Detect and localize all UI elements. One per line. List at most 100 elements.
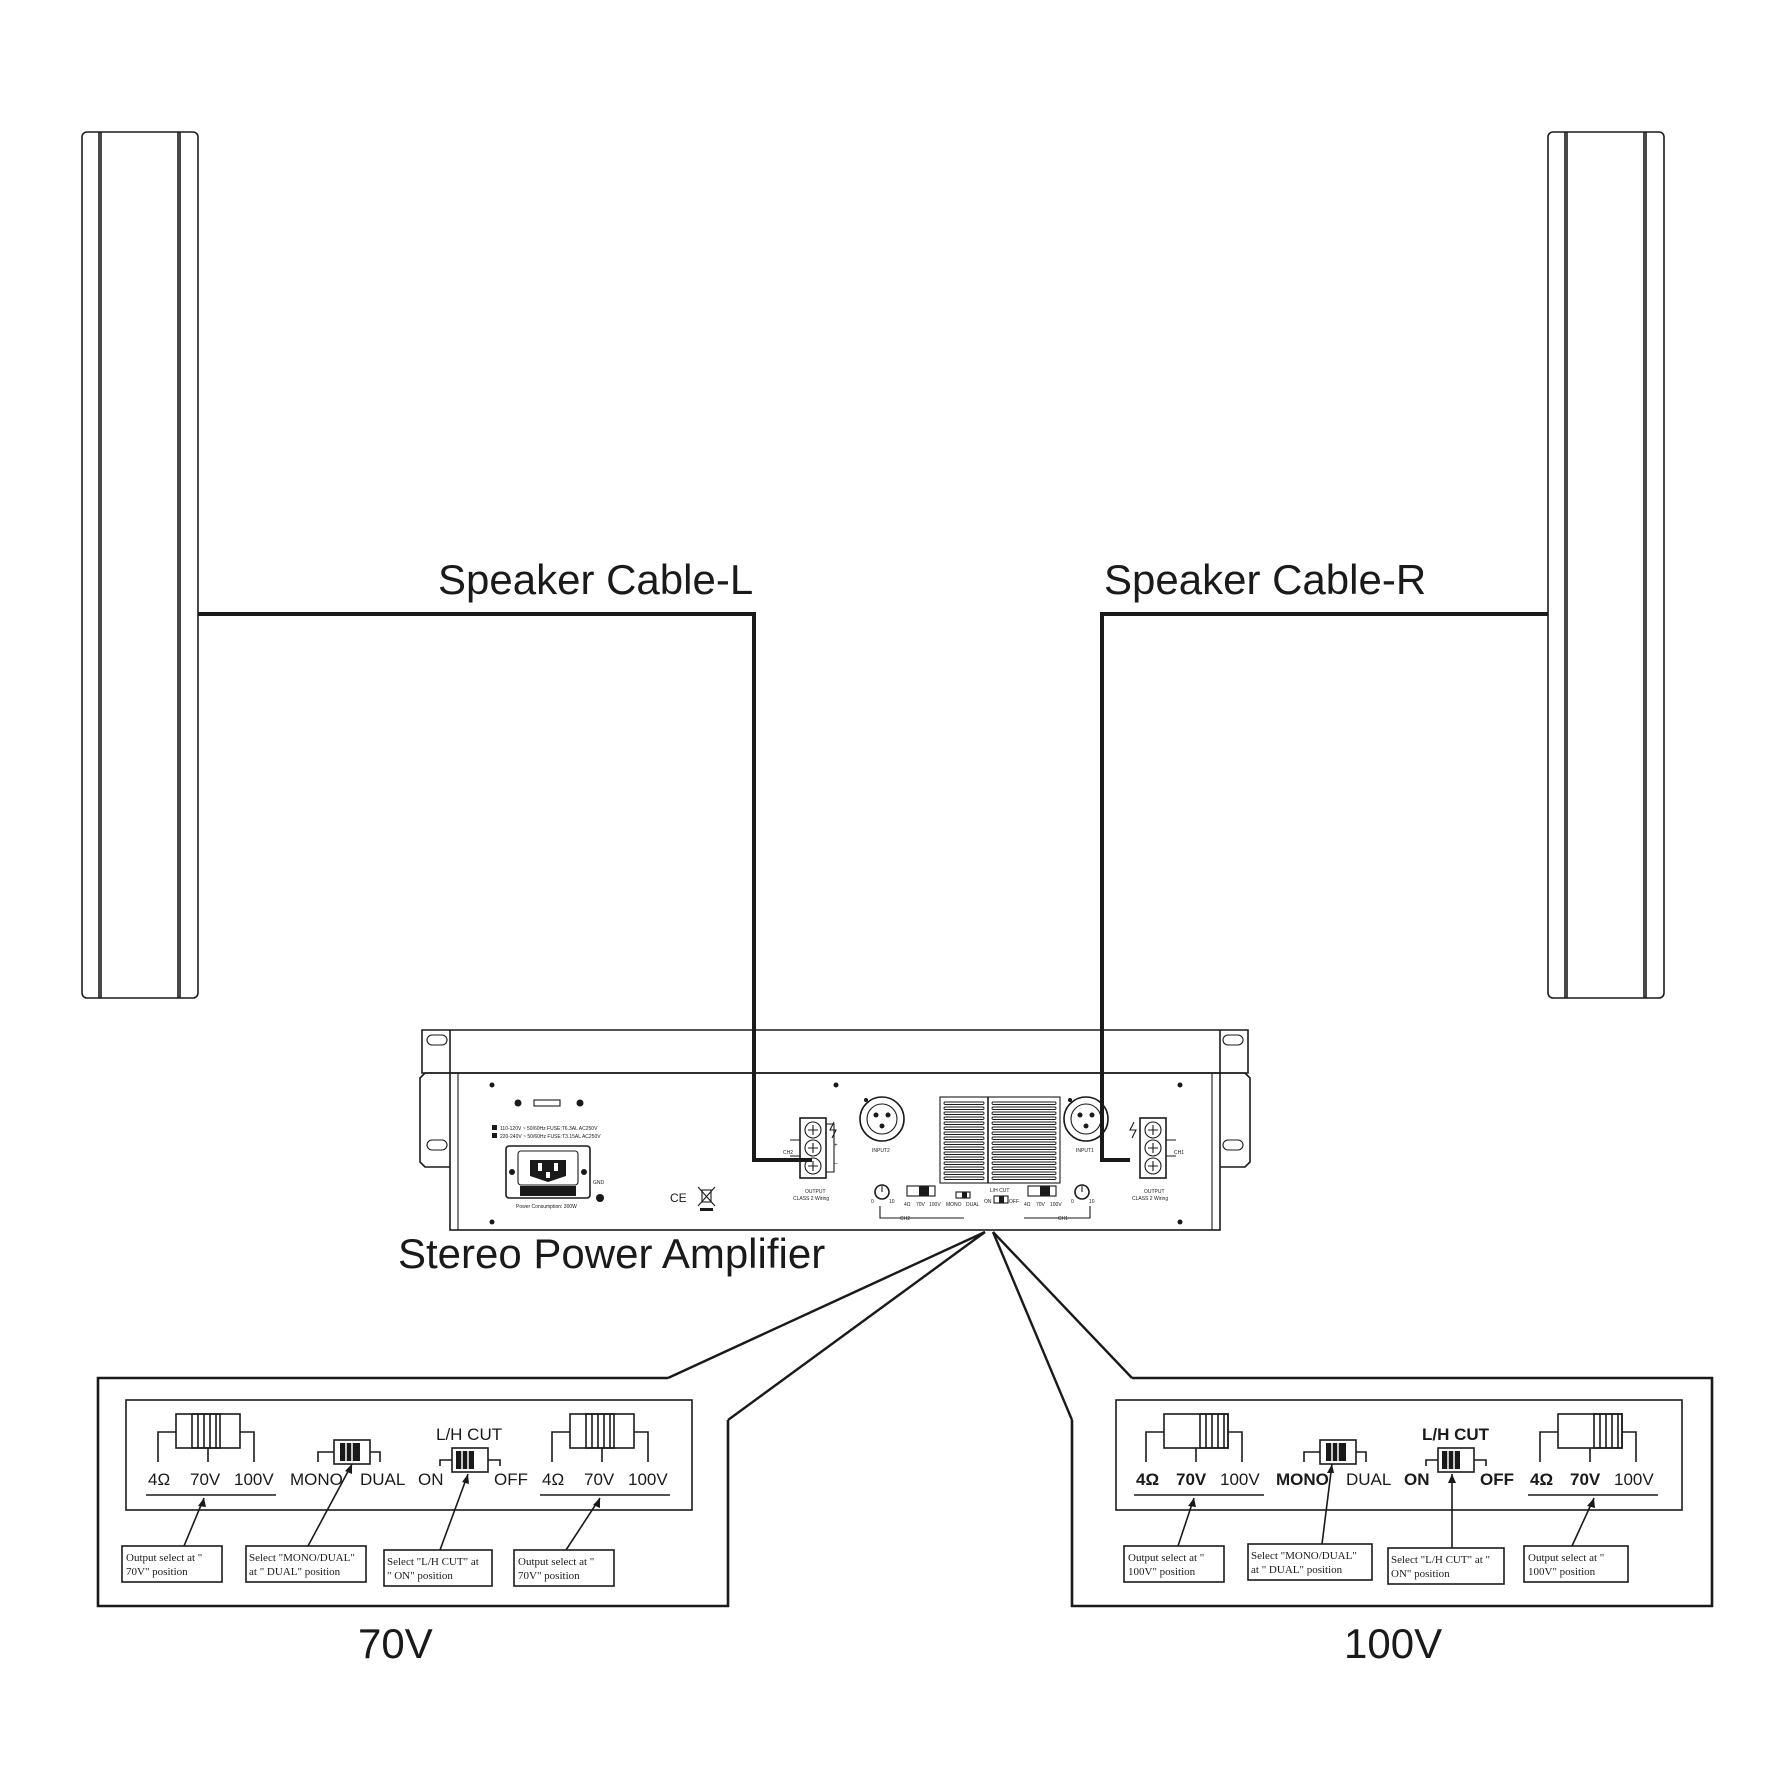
- sw100-off: OFF: [1480, 1470, 1514, 1489]
- svg-text:Select "L/H CUT" at ": Select "L/H CUT" at ": [1391, 1554, 1490, 1566]
- vent-slat: [991, 1131, 1057, 1135]
- amp-ch2-gain-knob: 0 10: [871, 1184, 895, 1205]
- vent-slat: [991, 1116, 1057, 1120]
- sw70-lhcut: L/H CUT: [436, 1425, 502, 1444]
- stereo-power-amplifier: 110-120V ~ 50/60Hz FUSE:T6.3AL AC250V 22…: [419, 1029, 1251, 1231]
- amp-ch2-output-switch: 4Ω 70V 100V CH2: [879, 1185, 964, 1222]
- vent-slat: [991, 1136, 1057, 1140]
- mono-dual-switch: MONO DUAL: [290, 1439, 405, 1489]
- ch2-sw-100v: 100V: [929, 1202, 941, 1208]
- amp-sw-mono: MONO: [946, 1202, 962, 1208]
- svg-text:70V" position: 70V" position: [126, 1566, 188, 1578]
- vent-slat: [943, 1106, 985, 1110]
- amplifier-label: Stereo Power Amplifier: [398, 1230, 825, 1277]
- right-column-speaker: [1547, 131, 1665, 999]
- ch2-sw-4ohm: 4Ω: [904, 1202, 911, 1208]
- sw70-left-70v: 70V: [190, 1470, 221, 1489]
- vent-slat: [991, 1171, 1057, 1175]
- ch2-bracket-label: CH2: [900, 1216, 910, 1222]
- sw100-right-4ohm: 4Ω: [1530, 1470, 1553, 1489]
- amp-sw-off: OFF: [1009, 1199, 1019, 1205]
- sw70-left-100v: 100V: [234, 1470, 274, 1489]
- vent-slat: [991, 1156, 1057, 1160]
- callout-70v: 4Ω 70V 100V MONO DUAL L/H CUT ON OFF: [96, 1376, 730, 1608]
- ch2-minus: −: [834, 1161, 838, 1168]
- vent-slat: [943, 1161, 985, 1165]
- amp-ch1-gain-knob: 0 10: [1071, 1184, 1095, 1205]
- vent-slat: [943, 1101, 985, 1105]
- speaker-cable-right-label: Speaker Cable-R: [1104, 556, 1426, 603]
- mono-dual-switch-100v: MONO DUAL: [1276, 1439, 1391, 1489]
- vent-slat: [943, 1116, 985, 1120]
- vent-slat: [991, 1111, 1057, 1115]
- svg-text:70V" position: 70V" position: [518, 1570, 580, 1582]
- amp-sw-on: ON: [984, 1199, 992, 1205]
- svg-text:Output select at ": Output select at ": [518, 1556, 594, 1568]
- vent-slat: [943, 1131, 985, 1135]
- ch1-output-terminal: CH1 OUTPUT CLASS 2 Wiring: [1129, 1117, 1184, 1202]
- svg-text:100V" position: 100V" position: [1128, 1566, 1196, 1578]
- svg-text:Output select at ": Output select at ": [1528, 1552, 1604, 1564]
- vent-slat: [943, 1166, 985, 1170]
- svg-text:Output select at ": Output select at ": [1128, 1552, 1204, 1564]
- vent-slat: [943, 1141, 985, 1145]
- vent-slat: [943, 1171, 985, 1175]
- input1-xlr-connector: INPUT1: [1063, 1096, 1109, 1154]
- vent-slat: [943, 1146, 985, 1150]
- ch1-sw-4ohm: 4Ω: [1024, 1202, 1031, 1208]
- lh-cut-switch-100v: L/H CUT ON OFF: [1404, 1425, 1514, 1489]
- note-70v-output-right: Output select at " 70V" position: [513, 1497, 615, 1587]
- sw100-lhcut: L/H CUT: [1422, 1425, 1490, 1444]
- svg-text:" ON" position: " ON" position: [387, 1570, 453, 1582]
- vent-slat: [943, 1136, 985, 1140]
- power-consumption: Power Consumption: 300W: [516, 1204, 577, 1210]
- svg-text:at " DUAL" position: at " DUAL" position: [249, 1566, 341, 1578]
- group-70v-label: 70V: [358, 1620, 433, 1667]
- sw70-right-70v: 70V: [584, 1470, 615, 1489]
- vent-slat: [991, 1121, 1057, 1125]
- ch1-class2-label: CLASS 2 Wiring: [1132, 1196, 1168, 1202]
- ch2-output-terminal: CH2 + − OUTPUT CLASS 2 Wiring: [783, 1117, 838, 1202]
- note-70v-output-left: Output select at " 70V" position: [121, 1497, 223, 1583]
- vent-slat: [943, 1121, 985, 1125]
- sw100-left-70v: 70V: [1176, 1470, 1207, 1489]
- sw70-right-100v: 100V: [628, 1470, 668, 1489]
- weee-bin-icon: [697, 1186, 716, 1211]
- ch2-knob-max: 10: [889, 1199, 895, 1205]
- ch1-sw-70v: 70V: [1036, 1202, 1046, 1208]
- vent-slat: [991, 1106, 1057, 1110]
- vent-slat: [991, 1126, 1057, 1130]
- lh-cut-switch: L/H CUT ON OFF: [418, 1425, 528, 1489]
- ch1-knob-min: 0: [1071, 1199, 1074, 1205]
- svg-text:100V" position: 100V" position: [1528, 1566, 1596, 1578]
- ce-mark: CE: [670, 1191, 687, 1205]
- sw100-on: ON: [1404, 1470, 1430, 1489]
- callout-lines: [667, 1230, 1133, 1421]
- note-100v-lh-cut: Select "L/H CUT" at " ON" position: [1387, 1474, 1505, 1585]
- vent-slat: [991, 1161, 1057, 1165]
- ch2-label: CH2: [783, 1150, 793, 1156]
- vent-slat: [991, 1176, 1057, 1180]
- input1-label: INPUT1: [1076, 1148, 1094, 1154]
- sw100-left-4ohm: 4Ω: [1136, 1470, 1159, 1489]
- vent-slat: [991, 1151, 1057, 1155]
- ch2-knob-min: 0: [871, 1199, 874, 1205]
- svg-text:Select "MONO/DUAL": Select "MONO/DUAL": [249, 1552, 355, 1564]
- amp-mono-dual-switch: MONO DUAL: [946, 1191, 980, 1208]
- sw100-mono: MONO: [1276, 1470, 1329, 1489]
- vent-slat: [943, 1156, 985, 1160]
- amp-sw-dual: DUAL: [966, 1202, 980, 1208]
- vent-slat: [943, 1151, 985, 1155]
- note-100v-output-left: Output select at " 100V" position: [1123, 1497, 1225, 1583]
- note-70v-lh-cut: Select "L/H CUT" at " ON" position: [383, 1473, 493, 1587]
- sw100-dual: DUAL: [1346, 1470, 1391, 1489]
- ch2-plus: +: [834, 1142, 838, 1149]
- power-inlet: [505, 1145, 591, 1199]
- speaker-cable-right: [1100, 612, 1548, 1162]
- note-100v-output-right: Output select at " 100V" position: [1523, 1497, 1629, 1583]
- output-select-switch-left-100v: 4Ω 70V 100V: [1134, 1413, 1264, 1496]
- output-select-switch-left: 4Ω 70V 100V: [146, 1413, 276, 1496]
- sw70-off: OFF: [494, 1470, 528, 1489]
- ch2-class2-label: CLASS 2 Wiring: [793, 1196, 829, 1202]
- amp-ch1-output-switch: 4Ω 70V 100V CH1: [1024, 1185, 1091, 1222]
